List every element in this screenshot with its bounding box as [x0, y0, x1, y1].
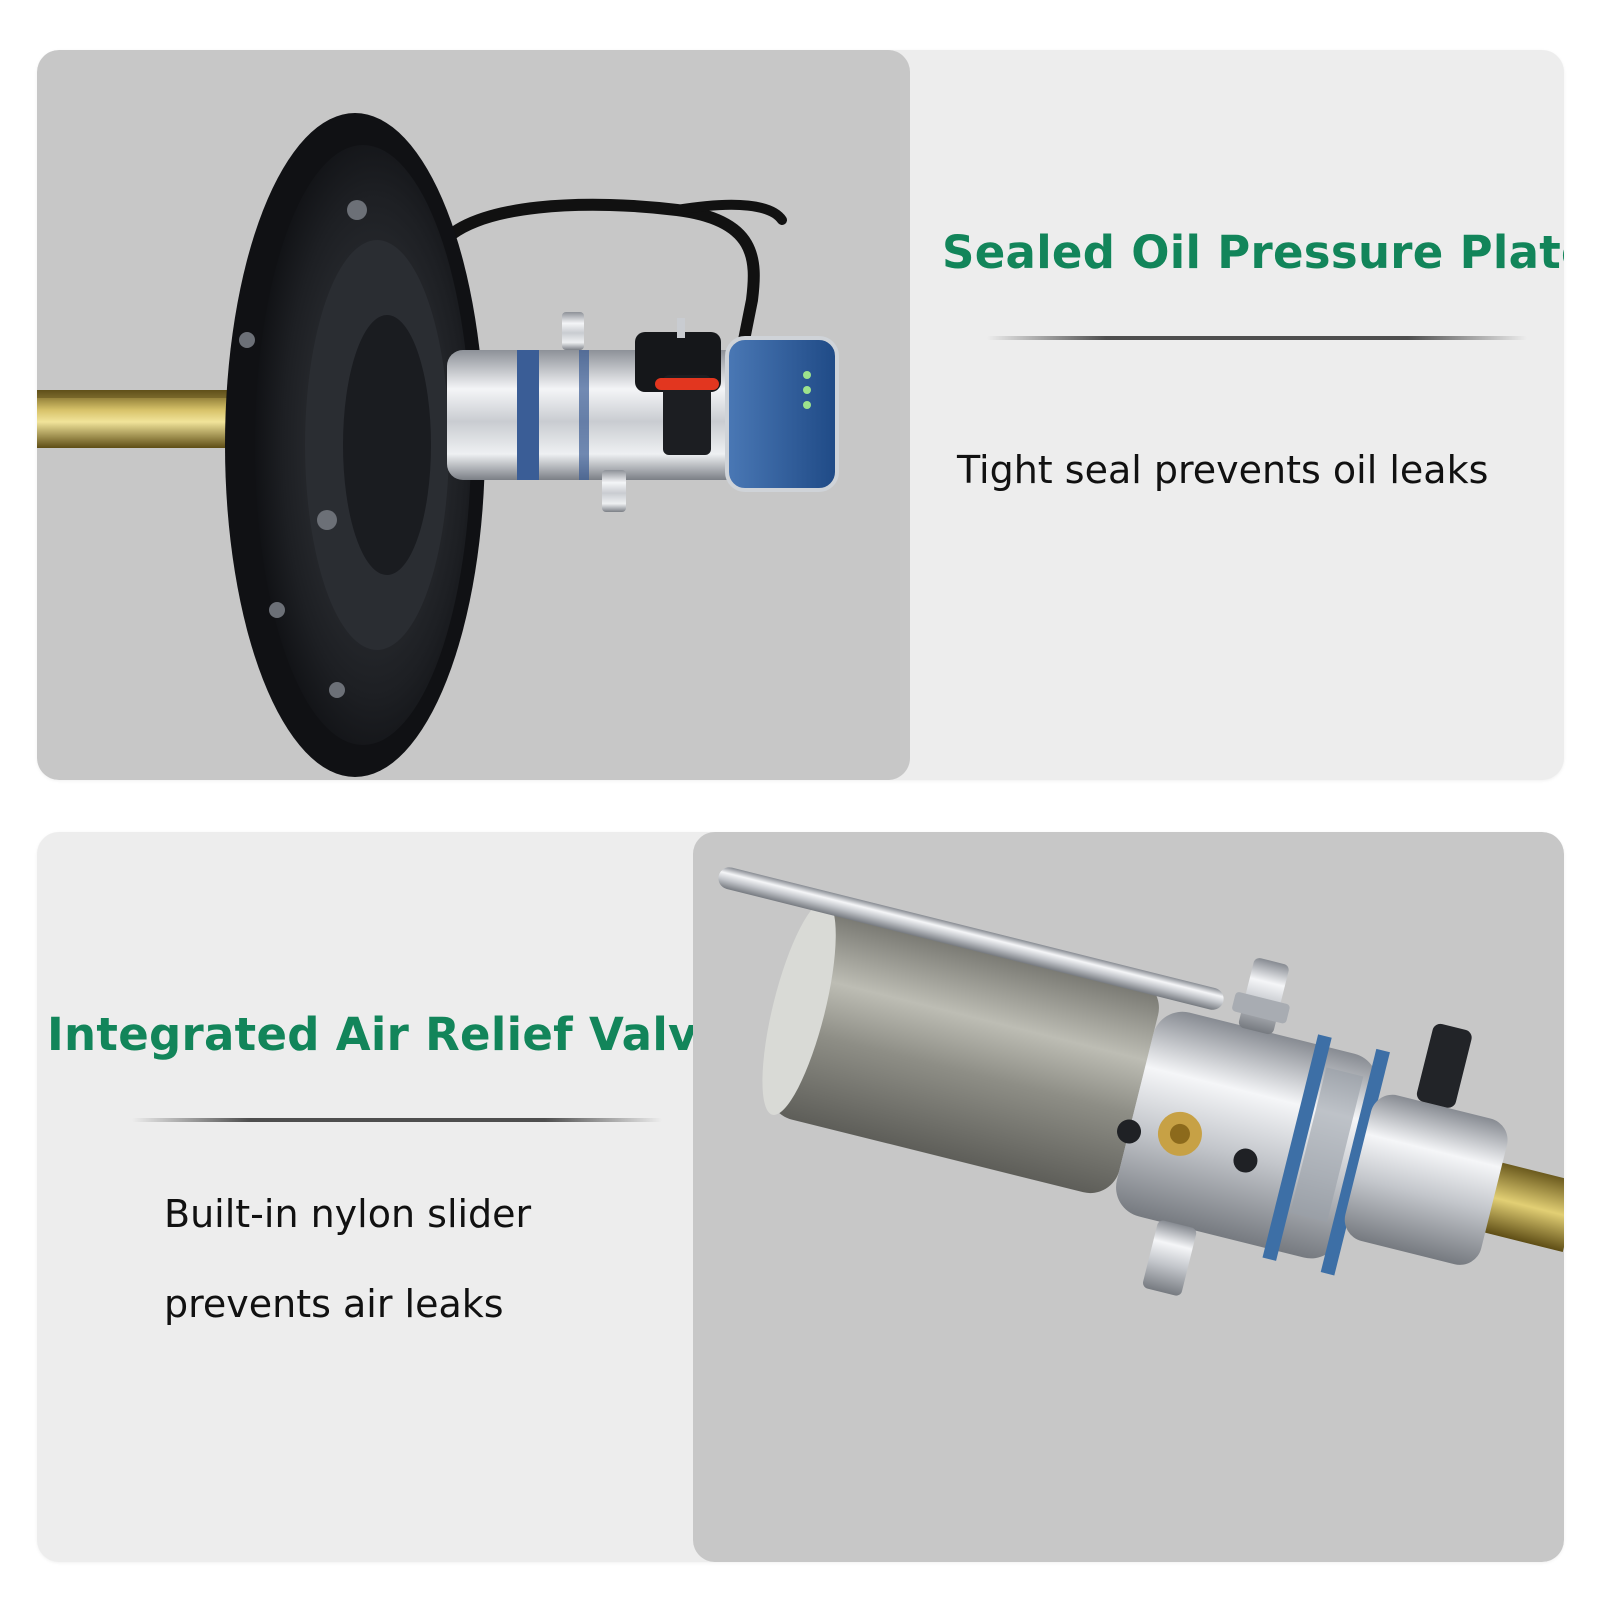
feature-title: Integrated Air Relief Valve	[47, 1008, 729, 1061]
feature-card-air-relief-valve: Integrated Air Relief Valve Built-in nyl…	[37, 832, 1564, 1562]
air-relief-valve-photo	[693, 832, 1564, 1562]
feature-description-line: prevents air leaks	[164, 1282, 504, 1326]
feature-description: Tight seal prevents oil leaks	[957, 448, 1489, 492]
feature-description-line: Built-in nylon slider	[164, 1192, 532, 1236]
feature-card-pressure-plate: Sealed Oil Pressure Plate Tight seal pre…	[37, 50, 1564, 780]
title-divider	[987, 336, 1527, 340]
pressure-plate-pump-photo	[37, 50, 910, 780]
title-divider	[132, 1118, 662, 1122]
feature-title: Sealed Oil Pressure Plate	[942, 226, 1564, 279]
